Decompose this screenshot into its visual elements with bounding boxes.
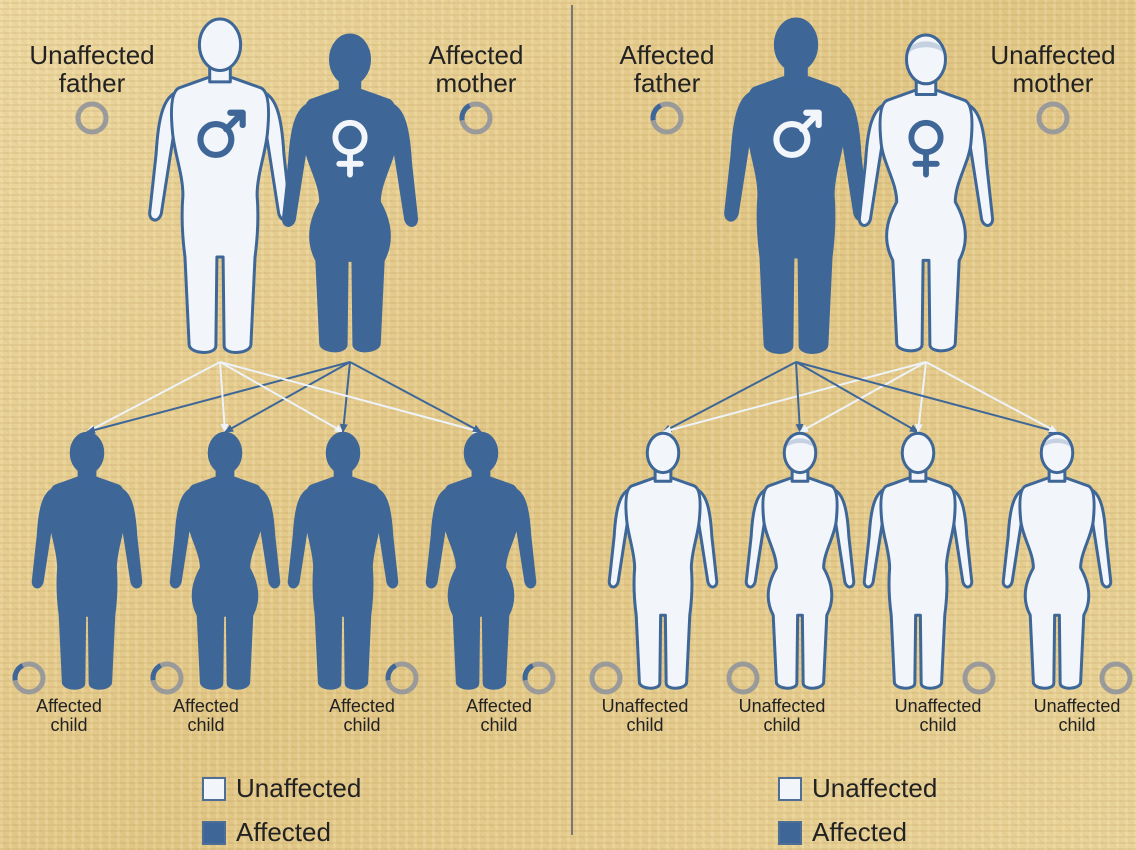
legend-unaffected-label: Unaffected	[812, 773, 937, 804]
right-father-figure	[726, 19, 867, 352]
left-child-1-figure	[33, 433, 141, 688]
right-child-3-mito-icon	[965, 664, 993, 692]
left-father-label: Unaffected father	[29, 41, 154, 97]
legend-affected-label: Affected	[236, 817, 331, 848]
inheritance-arrow	[926, 362, 1057, 432]
right-child-4-label: Unaffected child	[1034, 697, 1121, 735]
right-child-1-label: Unaffected child	[602, 697, 689, 735]
unaffected-swatch	[202, 777, 226, 801]
left-child-2-figure	[171, 433, 279, 688]
right-mother-label: Unaffected mother	[990, 41, 1115, 97]
right-mother-figure	[859, 35, 992, 351]
right-father-mito-icon	[653, 104, 681, 132]
inheritance-arrow	[87, 362, 220, 432]
legend-unaffected-label: Unaffected	[236, 773, 361, 804]
unaffected-swatch	[778, 777, 802, 801]
right-child-1-mito-icon	[592, 664, 620, 692]
left-child-4-label: Affected child	[466, 697, 532, 735]
right-mother-mito-icon	[1039, 104, 1067, 132]
right-legend-affected: Affected	[778, 817, 907, 848]
left-father-mito-icon	[78, 104, 106, 132]
inheritance-arrow	[663, 362, 796, 432]
right-father-label: Affected father	[620, 41, 715, 97]
left-child-3-mito-icon	[388, 664, 416, 692]
inheritance-arrow	[220, 362, 481, 432]
right-child-2-label: Unaffected child	[739, 697, 826, 735]
inheritance-arrow	[663, 362, 926, 432]
right-child-3-figure	[864, 433, 972, 688]
right-child-3-label: Unaffected child	[895, 697, 982, 735]
left-child-4-mito-icon	[525, 664, 553, 692]
inheritance-arrow	[220, 362, 343, 432]
left-child-3-label: Affected child	[329, 697, 395, 735]
left-mother-figure	[283, 35, 416, 351]
right-child-4-mito-icon	[1102, 664, 1130, 692]
right-legend-unaffected: Unaffected	[778, 773, 937, 804]
affected-swatch	[202, 821, 226, 845]
right-child-2-mito-icon	[729, 664, 757, 692]
left-mother-label: Affected mother	[429, 41, 524, 97]
left-child-3-figure	[289, 433, 397, 688]
inheritance-arrow	[87, 362, 350, 432]
left-child-1-mito-icon	[15, 664, 43, 692]
left-legend-unaffected: Unaffected	[202, 773, 361, 804]
left-child-4-figure	[427, 433, 535, 688]
right-child-4-figure	[1003, 433, 1111, 688]
inheritance-arrow	[350, 362, 481, 432]
left-child-2-mito-icon	[153, 664, 181, 692]
right-child-2-figure	[746, 433, 854, 688]
left-child-1-label: Affected child	[36, 697, 102, 735]
inheritance-arrow	[800, 362, 926, 432]
left-mother-mito-icon	[462, 104, 490, 132]
left-legend-affected: Affected	[202, 817, 331, 848]
left-child-2-label: Affected child	[173, 697, 239, 735]
right-child-1-figure	[609, 433, 717, 688]
legend-affected-label: Affected	[812, 817, 907, 848]
affected-swatch	[778, 821, 802, 845]
inheritance-arrow	[796, 362, 1057, 432]
inheritance-arrow	[796, 362, 918, 432]
left-father-figure	[150, 19, 291, 352]
inheritance-arrow	[225, 362, 350, 432]
